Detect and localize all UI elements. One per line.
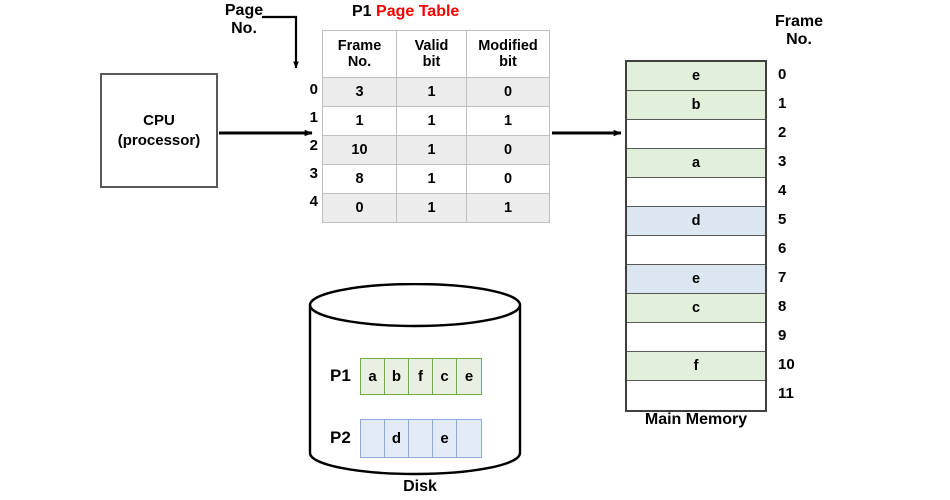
- disk-bottom-arc: [308, 452, 522, 476]
- disk-cylinder: [305, 283, 530, 483]
- memory-frame-3: a: [627, 149, 765, 178]
- page-number-3: 3: [309, 165, 318, 182]
- cpu-label-line1: CPU: [143, 112, 175, 129]
- page-table-cell-frame-no: 0: [322, 193, 397, 223]
- page-table-cell-frame-no: 10: [322, 135, 397, 165]
- disk-cell-p2-3: e: [433, 420, 457, 457]
- disk-cell-p1-1: b: [385, 359, 409, 394]
- page-number-column: 0 1 2 3 4: [296, 76, 318, 216]
- disk-cell-p2-2: [409, 420, 433, 457]
- frame-number-10: 10: [778, 356, 795, 373]
- disk-cylinder-shape: [308, 283, 522, 476]
- page-table-cell-frame-no: 1: [322, 106, 397, 136]
- memory-frame-7: e: [627, 265, 765, 294]
- memory-frame-2: [627, 120, 765, 149]
- memory-frame-1: b: [627, 91, 765, 120]
- page-table-title-process: P1: [352, 3, 372, 20]
- frame-no-title: Frame No.: [774, 13, 824, 48]
- disk-cell-p2-4: [457, 420, 481, 457]
- page-table-cell-modified-bit: 1: [466, 193, 550, 223]
- frame-number-column: 0 1 2 3 4 5 6 7 8 9 10 11: [778, 60, 808, 408]
- frame-number-11: 11: [778, 385, 794, 402]
- page-table-title: P1 Page Table: [352, 3, 459, 21]
- page-table-cell-valid-bit: 1: [396, 106, 467, 136]
- disk-cell-p1-2: f: [409, 359, 433, 394]
- frame-number-2: 2: [778, 124, 787, 141]
- frame-number-0: 0: [778, 66, 787, 83]
- disk-process-label-p2: P2: [330, 428, 351, 447]
- page-table-cell-modified-bit: 0: [466, 77, 550, 107]
- page-table-cell-modified-bit: 0: [466, 164, 550, 194]
- page-table-cell-frame-no: 3: [322, 77, 397, 107]
- page-table-cell-valid-bit: 1: [396, 77, 467, 107]
- page-table-cell-modified-bit: 0: [466, 135, 550, 165]
- frame-number-4: 4: [778, 182, 787, 199]
- page-number-1: 1: [309, 109, 318, 126]
- header-modified-bit: Modified bit: [466, 30, 550, 78]
- frame-number-7: 7: [778, 269, 787, 286]
- frame-number-6: 6: [778, 240, 787, 257]
- page-table-cell-frame-no: 8: [322, 164, 397, 194]
- page-number-2: 2: [309, 137, 318, 154]
- memory-frame-5: d: [627, 207, 765, 236]
- disk-cell-p1-3: c: [433, 359, 457, 394]
- disk-top-ellipse: [308, 283, 522, 328]
- cpu-box: CPU (processor): [100, 73, 218, 188]
- cpu-label-line2: (processor): [117, 131, 201, 149]
- frame-number-1: 1: [778, 95, 787, 112]
- page-table-header-row: Frame No. Valid bit Modified bit: [322, 30, 550, 78]
- disk-title: Disk: [403, 478, 437, 495]
- page-table-cell-valid-bit: 1: [396, 135, 467, 165]
- memory-frame-11: [627, 381, 765, 410]
- disk-cell-p1-0: a: [361, 359, 385, 394]
- frame-number-5: 5: [778, 211, 787, 228]
- page-number-0: 0: [309, 81, 318, 98]
- page-table-title-text: Page Table: [376, 3, 460, 20]
- page-no-title: Page No.: [224, 2, 264, 37]
- frame-number-8: 8: [778, 298, 787, 315]
- memory-frame-4: [627, 178, 765, 207]
- disk-cell-p2-0: [361, 420, 385, 457]
- main-memory-title: Main Memory: [644, 411, 748, 428]
- disk-cell-p1-4: e: [457, 359, 481, 394]
- page-table-cell-modified-bit: 1: [466, 106, 550, 136]
- frame-number-3: 3: [778, 153, 787, 170]
- disk-process-label-p1: P1: [330, 366, 351, 385]
- page-table-cell-valid-bit: 1: [396, 193, 467, 223]
- memory-frame-8: c: [627, 294, 765, 323]
- memory-frame-9: [627, 323, 765, 352]
- memory-frame-0: e: [627, 62, 765, 91]
- memory-frame-10: f: [627, 352, 765, 381]
- disk-cell-p2-1: d: [385, 420, 409, 457]
- frame-number-9: 9: [778, 327, 787, 344]
- header-valid-bit: Valid bit: [396, 30, 467, 78]
- header-frame-no: Frame No.: [322, 30, 397, 78]
- page-number-4: 4: [309, 193, 318, 210]
- page-table-cell-valid-bit: 1: [396, 164, 467, 194]
- memory-frame-6: [627, 236, 765, 265]
